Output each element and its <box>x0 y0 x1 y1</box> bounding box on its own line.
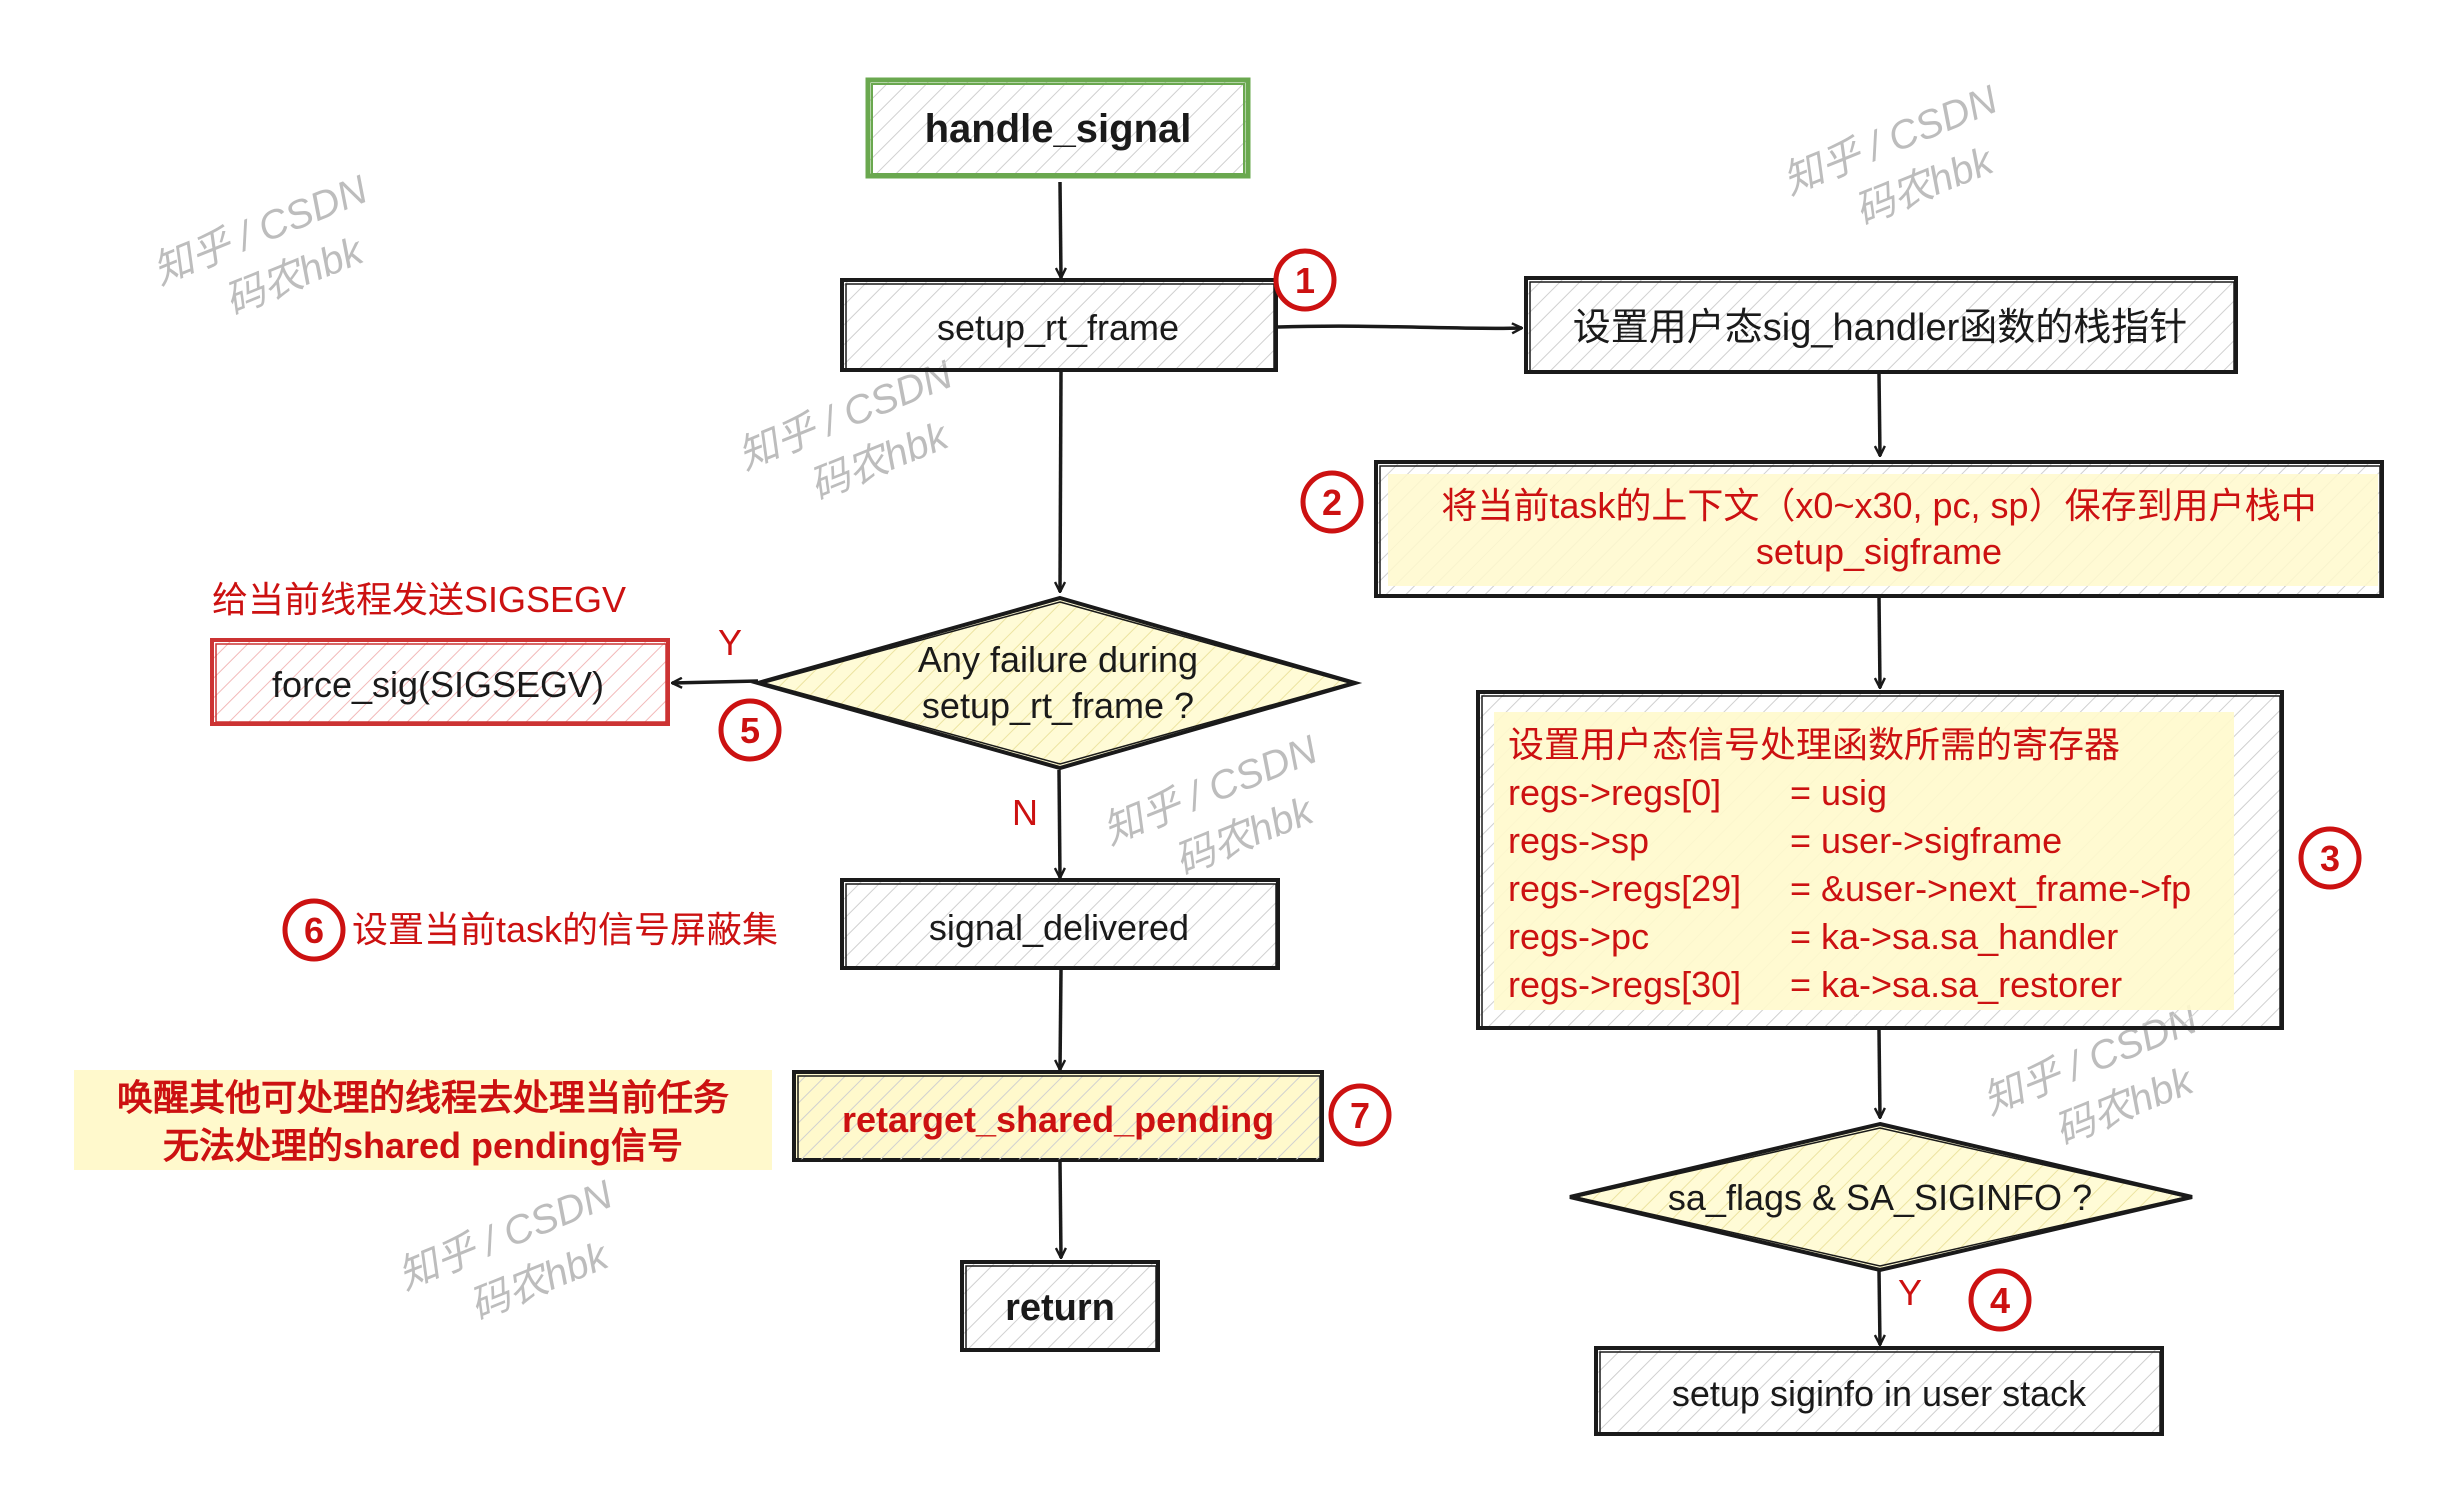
edge-setsp-to-save <box>1879 373 1880 456</box>
retarget-note: 唤醒其他可处理的线程去处理当前任务 无法处理的shared pending信号 <box>74 1070 772 1170</box>
regs-row-lhs: regs->pc <box>1508 916 1649 957</box>
edge-decision-to-forcesig <box>672 681 759 683</box>
save-ctx-line1: 将当前task的上下文（x0~x30, pc, sp）保存到用户栈中 <box>1441 485 2316 526</box>
edge-setup-to-decision <box>1060 371 1061 592</box>
edge-delivered-to-retarget <box>1060 969 1061 1070</box>
badge-3-label: 3 <box>2320 838 2340 879</box>
edge-decision-to-delivered <box>1059 769 1060 878</box>
edge-label-yes-siginfo: Y <box>1898 1272 1922 1313</box>
badge-2-label: 2 <box>1322 482 1342 523</box>
badge-5-label: 5 <box>740 710 760 751</box>
decision-siginfo-label: sa_flags & SA_SIGINFO ? <box>1668 1177 2092 1218</box>
edge-retarget-to-return <box>1060 1161 1061 1258</box>
badges: 1 2 3 4 5 6 7 <box>282 248 2362 1332</box>
watermark: 知乎 / CSDN 码农hbk <box>1097 728 1324 884</box>
decision-failure: Any failure during setup_rt_frame ? <box>750 595 1363 771</box>
node-handle-signal: handle_signal <box>865 77 1251 179</box>
signal-delivered-label: signal_delivered <box>929 907 1189 948</box>
set-sp-label: 设置用户态sig_handler函数的栈指针 <box>1573 307 2187 349</box>
retarget-label: retarget_shared_pending <box>842 1099 1274 1140</box>
watermark: 知乎 / CSDN 码农hbk <box>147 168 374 324</box>
decision-failure-line1: Any failure during <box>918 639 1198 680</box>
badge-3: 3 <box>2298 826 2362 890</box>
watermark: 知乎 / CSDN 码农hbk <box>732 353 959 509</box>
node-return: return <box>960 1260 1160 1352</box>
edge-regs-to-siginfo-decision <box>1879 1029 1880 1118</box>
badge-1-label: 1 <box>1295 260 1315 301</box>
badge-2: 2 <box>1300 470 1364 534</box>
badge-6-label: 6 <box>304 910 324 951</box>
return-label: return <box>1005 1287 1115 1329</box>
node-set-sp: 设置用户态sig_handler函数的栈指针 <box>1524 276 2238 374</box>
badge-5: 5 <box>718 698 782 762</box>
node-save-ctx: 将当前task的上下文（x0~x30, pc, sp）保存到用户栈中 setup… <box>1374 460 2384 598</box>
edge-siginfo-decision-to-setup <box>1879 1269 1880 1345</box>
node-setup-rt-frame: setup_rt_frame <box>840 278 1278 372</box>
badge-4-label: 4 <box>1990 1280 2010 1321</box>
regs-row-lhs: regs->regs[30] <box>1508 964 1741 1005</box>
badge-7-label: 7 <box>1350 1095 1370 1136</box>
setup-rt-frame-label: setup_rt_frame <box>937 307 1179 348</box>
decision-failure-line2: setup_rt_frame ? <box>922 685 1194 726</box>
regs-row-rhs: = user->sigframe <box>1790 820 2062 861</box>
regs-row-rhs: = ka->sa.sa_handler <box>1790 916 2118 957</box>
regs-rows: regs->regs[0] = usig regs->sp = user->si… <box>1508 772 2191 1005</box>
node-setup-siginfo: setup siginfo in user stack <box>1594 1346 2164 1436</box>
badge-4: 4 <box>1968 1268 2032 1332</box>
regs-row-rhs: = ka->sa.sa_restorer <box>1790 964 2122 1005</box>
badge-6: 6 <box>282 898 346 962</box>
edge-setup-to-setsp <box>1277 326 1522 328</box>
force-sig-label: force_sig(SIGSEGV) <box>272 664 604 705</box>
retarget-note-line2: 无法处理的shared pending信号 <box>163 1125 683 1166</box>
edge-handle-to-setup <box>1060 181 1061 278</box>
regs-row-rhs: = &user->next_frame->fp <box>1790 868 2191 909</box>
edge-label-yes-failure: Y <box>718 622 742 663</box>
node-retarget: retarget_shared_pending <box>792 1070 1324 1162</box>
node-regs: 设置用户态信号处理函数所需的寄存器 regs->regs[0] = usig r… <box>1476 690 2284 1030</box>
badge-7: 7 <box>1328 1083 1392 1147</box>
edge-save-to-regs <box>1879 595 1880 688</box>
handle-signal-label: handle_signal <box>925 107 1192 151</box>
edge-label-no-failure: N <box>1012 792 1038 833</box>
setup-siginfo-label: setup siginfo in user stack <box>1672 1373 2087 1414</box>
regs-row-rhs: = usig <box>1790 772 1887 813</box>
watermark: 知乎 / CSDN 码农hbk <box>392 1173 619 1329</box>
force-sig-note: 给当前线程发送SIGSEGV <box>212 579 626 620</box>
regs-row-lhs: regs->regs[0] <box>1508 772 1721 813</box>
badge-1: 1 <box>1273 248 1337 312</box>
regs-row-lhs: regs->regs[29] <box>1508 868 1741 909</box>
regs-title: 设置用户态信号处理函数所需的寄存器 <box>1508 724 2120 765</box>
node-force-sig: force_sig(SIGSEGV) <box>210 638 670 726</box>
signal-delivered-note: 设置当前task的信号屏蔽集 <box>352 909 778 950</box>
regs-row-lhs: regs->sp <box>1508 820 1649 861</box>
watermark: 知乎 / CSDN 码农hbk <box>1777 78 2004 234</box>
node-signal-delivered: signal_delivered <box>840 878 1280 970</box>
edges <box>672 181 1880 1345</box>
retarget-note-line1: 唤醒其他可处理的线程去处理当前任务 <box>117 1077 729 1118</box>
decision-siginfo: sa_flags & SA_SIGINFO ? <box>1569 1121 2193 1273</box>
save-ctx-line2: setup_sigframe <box>1756 531 2002 572</box>
